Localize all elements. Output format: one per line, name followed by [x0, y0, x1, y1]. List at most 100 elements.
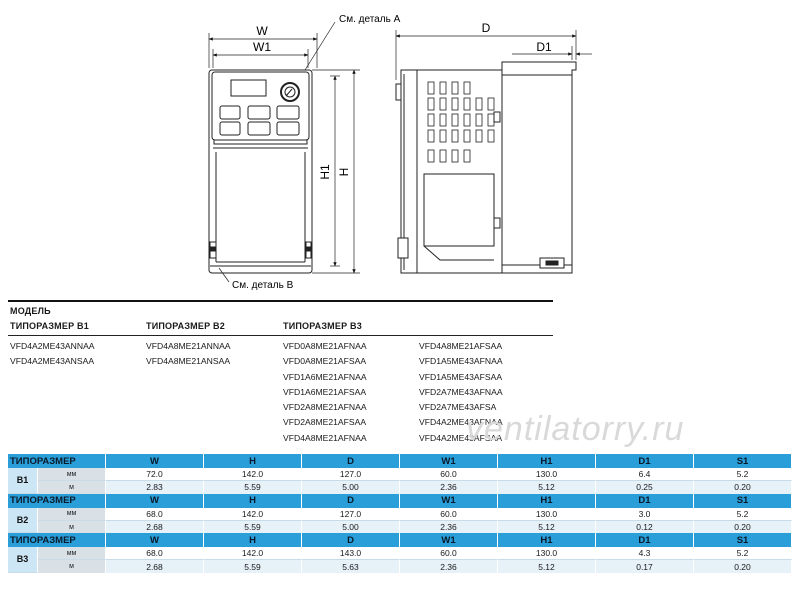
- frame-b3-models-col1: VFD0A8ME21AFNAA VFD0A8ME21AFSAA VFD1A6ME…: [283, 339, 367, 446]
- value-cell: 130.0: [498, 468, 596, 482]
- column-header: S1: [694, 454, 792, 468]
- value-cell: 0.25: [596, 481, 694, 494]
- value-cell: 60.0: [400, 468, 498, 482]
- model-item: VFD2A8ME21AFSAA: [283, 417, 367, 428]
- value-cell: 4.3: [596, 547, 694, 561]
- column-header: W1: [400, 454, 498, 468]
- value-cell: 5.2: [694, 547, 792, 561]
- model-item: VFD1A5ME43AFNAA: [419, 356, 503, 367]
- column-header: H: [204, 533, 302, 548]
- model-item: VFD1A5ME43AFSAA: [419, 371, 503, 382]
- model-item: VFD2A7ME43AFSA: [419, 402, 497, 413]
- frame-size-header: ТИПОРАЗМЕР: [8, 493, 106, 508]
- frame-size-cell: B3: [8, 547, 38, 573]
- value-cell: 68.0: [106, 547, 204, 561]
- dim-h-label: H: [337, 168, 351, 177]
- side-view: [395, 61, 577, 274]
- model-list-top-rule: [8, 300, 553, 302]
- value-cell: 5.12: [498, 481, 596, 494]
- value-cell: 60.0: [400, 547, 498, 561]
- value-cell: 5.2: [694, 507, 792, 521]
- value-cell: 0.20: [694, 481, 792, 494]
- value-cell: 2.83: [106, 481, 204, 494]
- value-cell: 5.2: [694, 468, 792, 482]
- frame-size-header: ТИПОРАЗМЕР: [8, 533, 106, 548]
- column-header: W1: [400, 493, 498, 508]
- frame-size-cell: B2: [8, 507, 38, 534]
- value-cell: 5.12: [498, 560, 596, 573]
- model-list: МОДЕЛЬ ТИПОРАЗМЕР B1 ТИПОРАЗМЕР B2 ТИПОР…: [8, 300, 553, 443]
- frame-size-cell: B1: [8, 468, 38, 494]
- frame-b1-header: ТИПОРАЗМЕР B1: [10, 321, 89, 331]
- value-cell: 2.36: [400, 481, 498, 494]
- model-item: VFD1A6ME21AFNAA: [283, 371, 367, 382]
- column-header: H1: [498, 493, 596, 508]
- unit-cell: м: [38, 560, 106, 573]
- column-header: D: [302, 454, 400, 468]
- dim-h1-label: H1: [318, 164, 332, 180]
- value-cell: 142.0: [204, 507, 302, 521]
- model-item: VFD4A8ME21AFSAA: [419, 341, 503, 351]
- value-cell: 5.12: [498, 520, 596, 534]
- model-item: VFD0A8ME21AFNAA: [283, 341, 367, 351]
- value-cell: 68.0: [106, 507, 204, 521]
- value-cell: 130.0: [498, 507, 596, 521]
- column-header: H: [204, 493, 302, 508]
- column-header: D1: [596, 493, 694, 508]
- value-cell: 2.36: [400, 560, 498, 573]
- dim-d1-label: D1: [536, 40, 552, 54]
- value-cell: 5.00: [302, 481, 400, 494]
- column-header: D1: [596, 454, 694, 468]
- value-cell: 143.0: [302, 547, 400, 561]
- frame-b2-header: ТИПОРАЗМЕР B2: [146, 321, 225, 331]
- model-item: VFD4A8ME21AFNAA: [283, 432, 367, 443]
- dimension-drawing: W W1 H1 H См. деталь A См. деталь B: [208, 14, 592, 291]
- model-item: VFD4A2ME43AFNAA: [419, 417, 503, 428]
- model-item: VFD2A7ME43AFNAA: [419, 386, 503, 397]
- column-header: H: [204, 454, 302, 468]
- model-item: VFD1A6ME21AFSAA: [283, 386, 367, 397]
- value-cell: 0.20: [694, 560, 792, 573]
- front-dimensions: [208, 21, 360, 283]
- value-cell: 142.0: [204, 547, 302, 561]
- unit-cell: мм: [38, 507, 106, 521]
- value-cell: 72.0: [106, 468, 204, 482]
- column-header: W: [106, 533, 204, 548]
- frame-b3-models-col2: VFD4A8ME21AFSAA VFD1A5ME43AFNAA VFD1A5ME…: [419, 339, 503, 446]
- frame-b1-models: VFD4A2ME43ANNAA VFD4A2ME43ANSAA: [10, 339, 95, 370]
- dim-w-label: W: [256, 24, 268, 38]
- column-header: S1: [694, 493, 792, 508]
- unit-cell: м: [38, 520, 106, 534]
- value-cell: 5.59: [204, 481, 302, 494]
- value-cell: 0.20: [694, 520, 792, 534]
- column-header: D: [302, 533, 400, 548]
- model-item: VFD4A2ME43ANSAA: [10, 356, 95, 367]
- model-item: VFD2A8ME21AFNAA: [283, 402, 367, 413]
- detail-a-label: См. деталь A: [339, 14, 401, 25]
- column-header: W: [106, 454, 204, 468]
- model-list-rule: [8, 335, 553, 336]
- value-cell: 0.12: [596, 520, 694, 534]
- model-item: VFD4A8ME21ANNAA: [146, 341, 231, 351]
- value-cell: 2.68: [106, 560, 204, 573]
- value-cell: 127.0: [302, 507, 400, 521]
- column-header: W1: [400, 533, 498, 548]
- column-header: S1: [694, 533, 792, 548]
- value-cell: 5.00: [302, 520, 400, 534]
- frame-size-header: ТИПОРАЗМЕР: [8, 454, 106, 468]
- model-item: VFD4A2ME43ANNAA: [10, 341, 95, 351]
- value-cell: 2.36: [400, 520, 498, 534]
- value-cell: 3.0: [596, 507, 694, 521]
- front-view: [208, 69, 313, 274]
- column-header: H1: [498, 533, 596, 548]
- column-header: W: [106, 493, 204, 508]
